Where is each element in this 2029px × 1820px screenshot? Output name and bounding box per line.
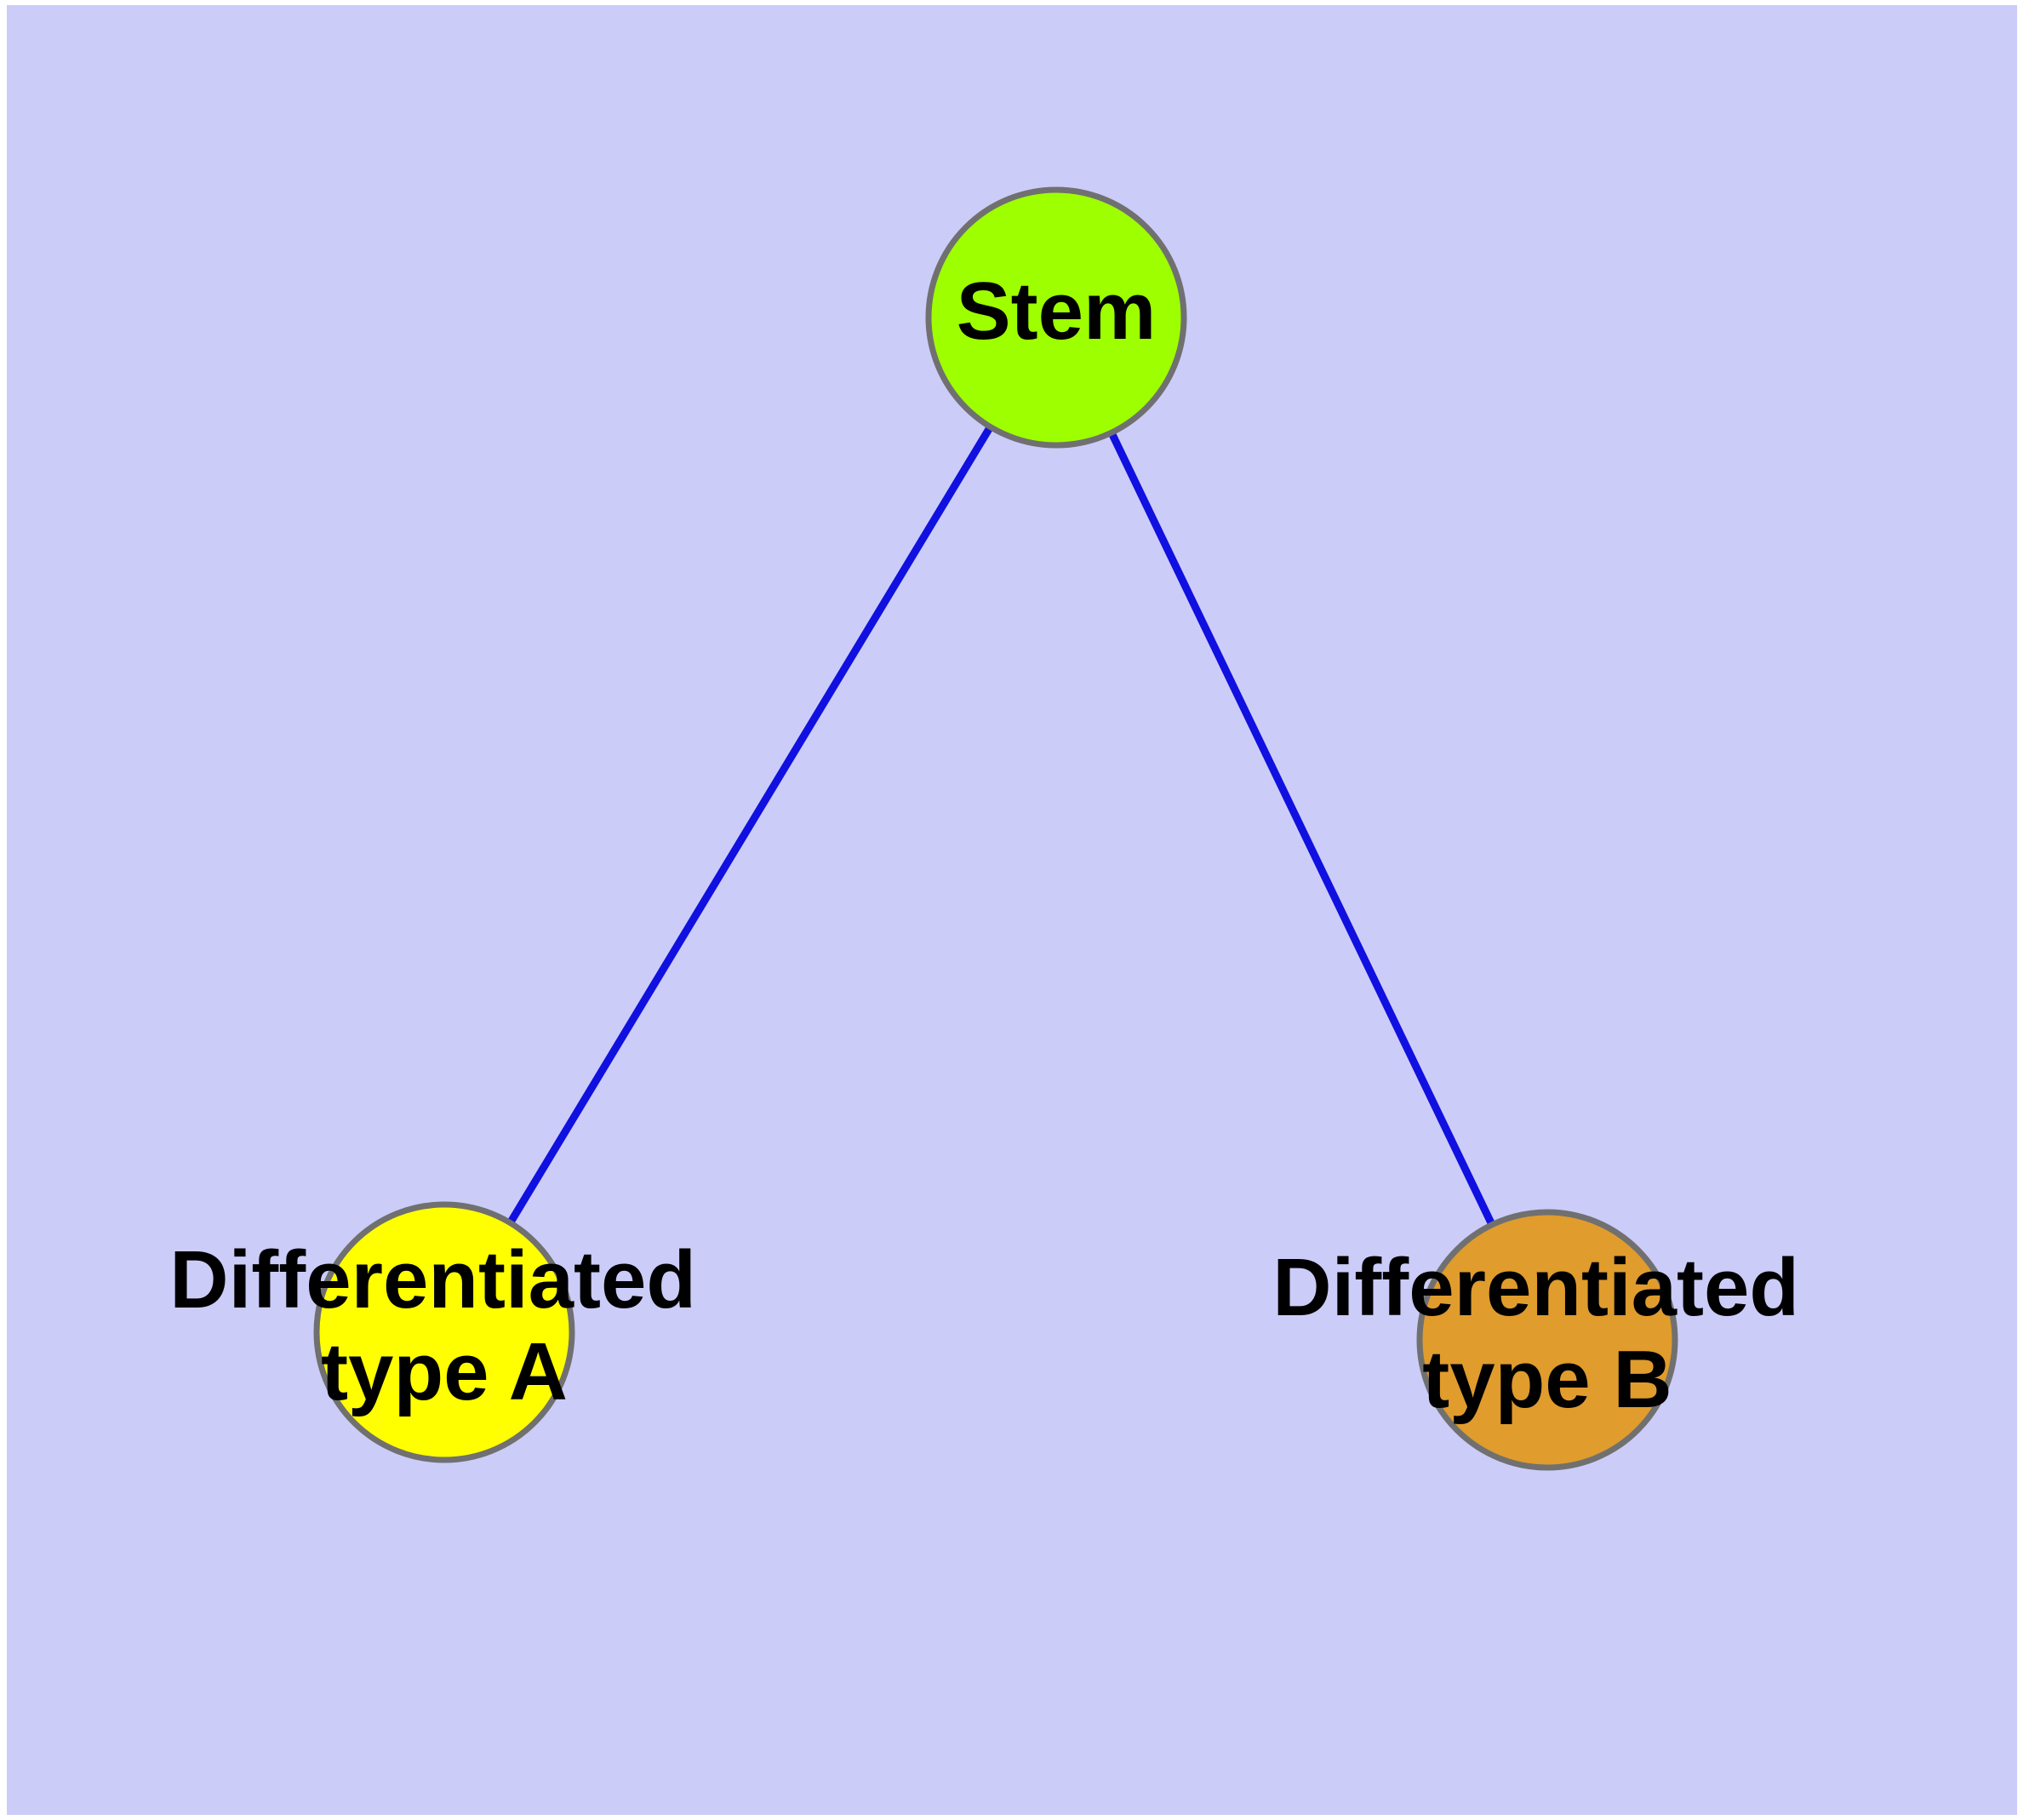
label-layer: Stem Differentiated type A Differentiate… xyxy=(169,266,1821,1426)
node-differentiated-type-a-label-line-2: type A xyxy=(321,1326,568,1417)
node-stem[interactable] xyxy=(925,186,1187,449)
node-differentiated-type-b-label-line-2: type B xyxy=(1422,1334,1672,1425)
node-differentiated-type-a[interactable] xyxy=(313,1201,575,1463)
node-stem-label-line-1: Stem xyxy=(957,266,1157,357)
edge-stem-to-type-a[interactable] xyxy=(441,315,1060,1335)
node-layer xyxy=(313,186,1678,1471)
node-differentiated-type-b-circle[interactable] xyxy=(1416,1209,1678,1471)
node-differentiated-type-b[interactable] xyxy=(1416,1209,1678,1471)
node-differentiated-type-b-label: Differentiated type B xyxy=(1272,1243,1821,1426)
node-differentiated-type-a-circle[interactable] xyxy=(313,1201,575,1463)
edge-stem-to-type-b[interactable] xyxy=(1052,316,1552,1342)
node-differentiated-type-a-label-line-1: Differentiated xyxy=(169,1235,696,1326)
node-stem-label: Stem xyxy=(957,266,1157,357)
node-differentiated-type-b-label-line-1: Differentiated xyxy=(1272,1243,1799,1334)
node-differentiated-type-a-label: Differentiated type A xyxy=(169,1235,718,1418)
node-stem-circle[interactable] xyxy=(925,186,1187,449)
edge-layer xyxy=(441,315,1552,1342)
